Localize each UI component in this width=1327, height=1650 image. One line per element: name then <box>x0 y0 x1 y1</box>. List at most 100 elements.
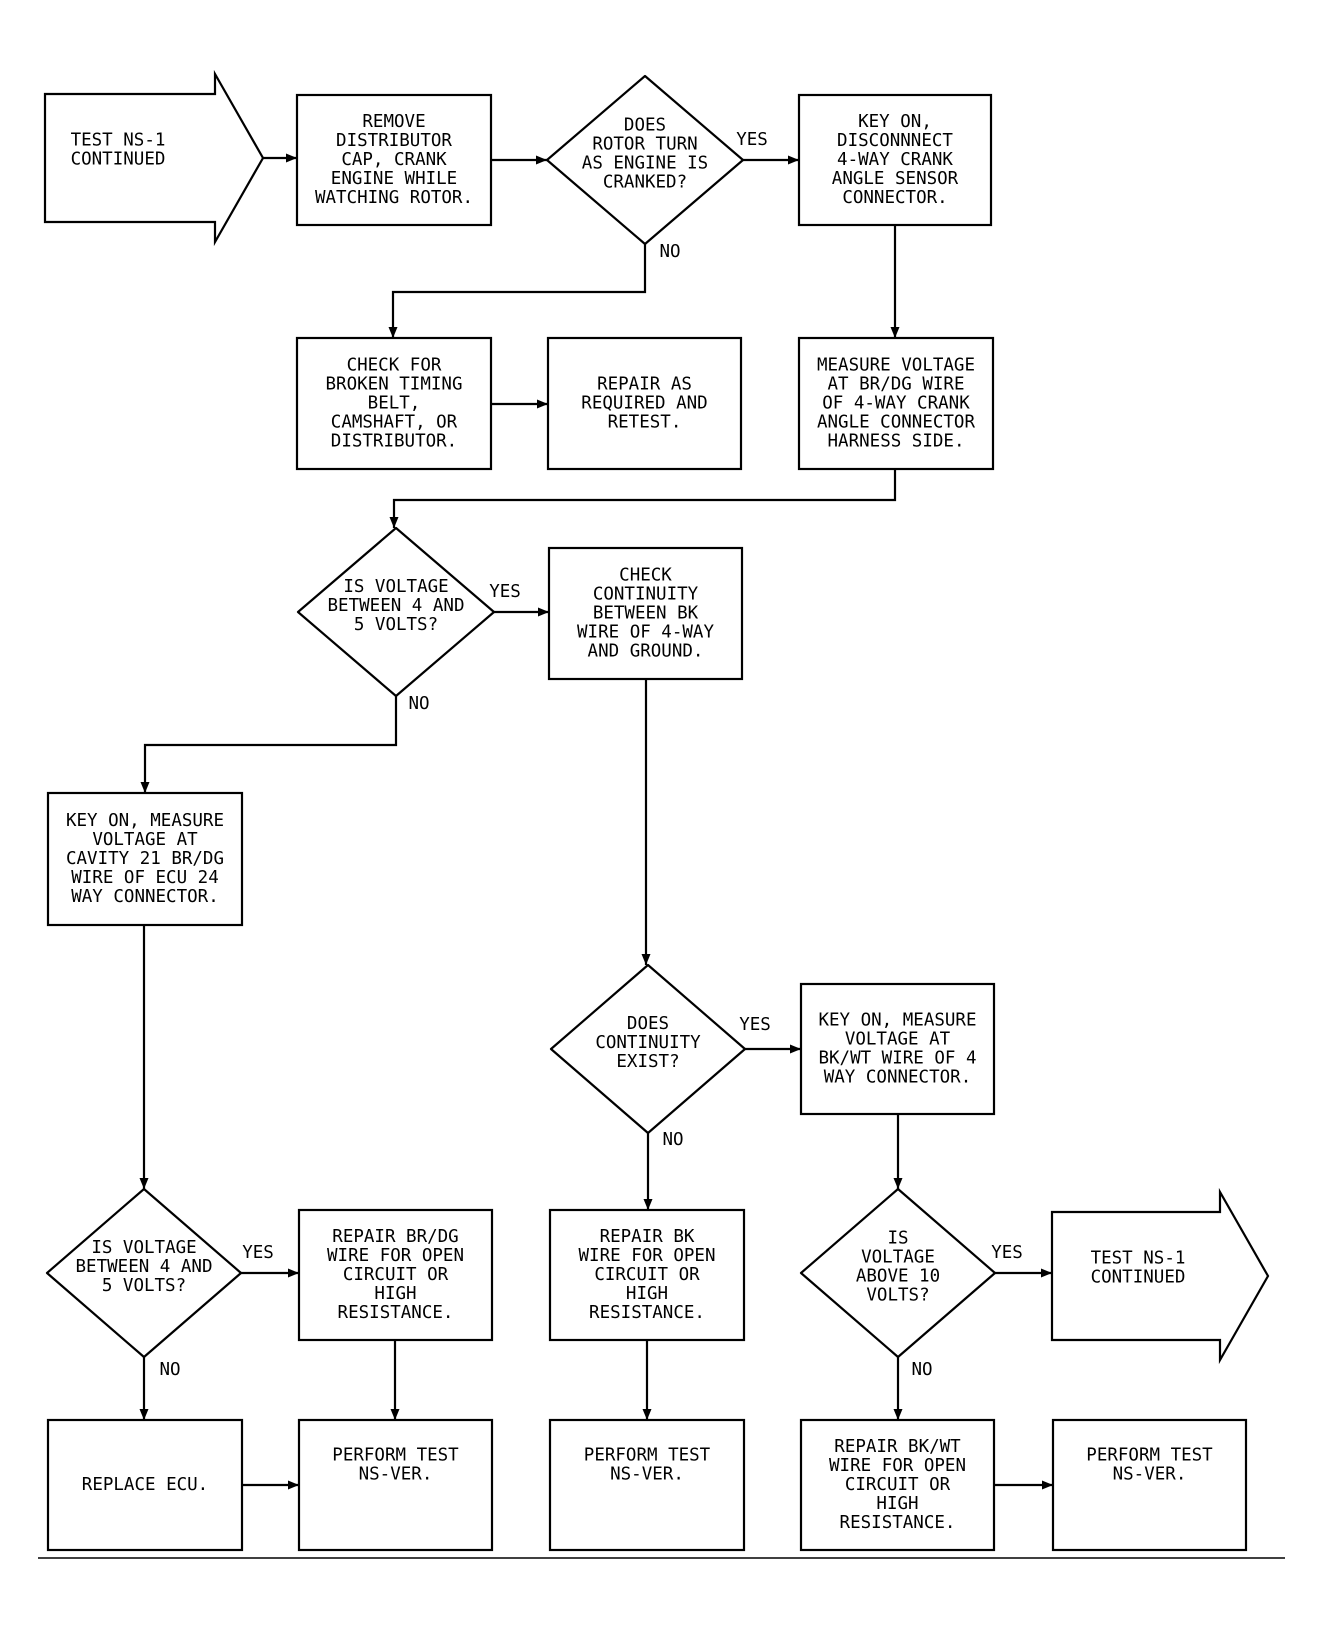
conn-continuity-to-exist <box>641 679 651 965</box>
conn-volt-a-yes <box>494 607 549 617</box>
node-text-line: BETWEEN BK <box>593 604 699 624</box>
node-text-line: CHECK FOR <box>347 356 442 376</box>
node-text-line: CONTINUED <box>1091 1268 1186 1288</box>
node-text-line: OF 4-WAY CRANK <box>822 394 970 414</box>
process-box <box>297 1418 494 1552</box>
node-text-line: AS ENGINE IS <box>582 154 708 174</box>
conn-rotor-yes <box>743 155 799 165</box>
node-text-line: BETWEEN 4 AND <box>76 1257 213 1277</box>
conn-volt10-yes <box>995 1268 1052 1278</box>
node-text-line: CONTINUED <box>71 150 166 170</box>
arrowhead <box>286 153 297 163</box>
node-text-line: DOES <box>624 116 666 136</box>
node-text-line: ANGLE SENSOR <box>832 169 959 189</box>
node-text-line: BELT, <box>368 394 421 414</box>
node-text-line: HIGH <box>626 1284 668 1304</box>
node-text-line: WIRE OF 4-WAY <box>577 623 714 643</box>
label-volt-b-yes: YES <box>242 1243 274 1263</box>
arrowhead <box>139 1178 149 1189</box>
arrowhead <box>643 1199 653 1210</box>
decision-diamond <box>549 963 747 1135</box>
node-text-line: TEST NS-1 <box>1091 1249 1186 1269</box>
node-text-line: IS VOLTAGE <box>91 1238 196 1258</box>
arrowhead <box>288 1268 299 1278</box>
decision-diamond <box>545 74 745 246</box>
process-box <box>799 982 996 1116</box>
arrowhead <box>1041 1268 1052 1278</box>
node-text-line: DISTRIBUTOR. <box>331 432 457 452</box>
node-text-line: CHECK <box>619 566 672 586</box>
arrowhead <box>890 327 900 338</box>
block-arrow-shape <box>43 69 265 247</box>
node-text-line: REPAIR AS <box>597 375 692 395</box>
node-text-line: CONTINUITY <box>595 1033 701 1053</box>
arrowhead <box>140 782 150 793</box>
node-text-line: NS-VER. <box>1113 1465 1187 1485</box>
conn-bkwt-to-perform <box>994 1480 1053 1490</box>
label-volt-a-yes: YES <box>489 582 521 602</box>
node-text-line: REQUIRED AND <box>581 394 707 414</box>
process-box <box>548 1208 746 1342</box>
node-text-line: ABOVE 10 <box>856 1267 940 1287</box>
process-box <box>46 1418 244 1552</box>
label-volt10-yes: YES <box>991 1243 1023 1263</box>
process-box <box>799 1418 996 1552</box>
node-text-line: HIGH <box>876 1494 918 1514</box>
arrowhead <box>893 1178 903 1189</box>
conn-measure-to-volt-a <box>389 469 897 528</box>
arrowhead <box>642 1409 652 1420</box>
decision-diamond <box>296 526 496 698</box>
node-text-line: EXIST? <box>616 1052 679 1072</box>
arrowhead <box>139 1409 149 1420</box>
node-text-line: VOLTAGE AT <box>92 830 198 850</box>
node-text-line: CIRCUIT OR <box>845 1475 951 1495</box>
conn-ecu-to-perform <box>242 1480 299 1490</box>
node-text-line: CIRCUIT OR <box>343 1265 449 1285</box>
node-text-line: WIRE FOR OPEN <box>829 1456 966 1476</box>
node-text-line: IS <box>887 1229 908 1249</box>
arrowhead <box>641 954 651 965</box>
process-box <box>797 336 995 471</box>
conn-bkwt-to-volt10 <box>893 1114 903 1189</box>
node-text-line: REPAIR BR/DG <box>332 1227 458 1247</box>
node-text-line: REPAIR BK <box>600 1227 695 1247</box>
decision-diamond <box>799 1187 997 1359</box>
node-text-line: ROTOR TURN <box>592 135 697 155</box>
node-text-line: NS-VER. <box>610 1465 684 1485</box>
decision-diamond <box>45 1187 243 1359</box>
node-text-line: PERFORM TEST <box>1086 1446 1213 1466</box>
node-text-line: 5 VOLTS? <box>354 615 438 635</box>
process-box <box>548 1418 746 1552</box>
node-text-line: AND GROUND. <box>588 642 704 662</box>
arrowhead <box>538 607 549 617</box>
node-text-line: KEY ON, <box>858 112 932 132</box>
node-text-line: KEY ON, MEASURE <box>66 811 224 831</box>
conn-cavity21-to-volt-b <box>139 925 149 1189</box>
node-text-line: WAY CONNECTOR. <box>71 887 219 907</box>
arrowhead <box>893 1409 903 1420</box>
node-text-line: AT BR/DG WIRE <box>828 375 965 395</box>
node-text-line: DOES <box>627 1014 669 1034</box>
node-text-line: WATCHING ROTOR. <box>315 188 473 208</box>
label-rotor-yes: YES <box>736 130 768 150</box>
block-arrow-shape <box>1050 1187 1270 1365</box>
node-text-line: DISTRIBUTOR <box>336 131 452 151</box>
process-box <box>46 791 244 927</box>
node-text-line: HIGH <box>374 1284 416 1304</box>
label-rotor-no: NO <box>659 242 680 262</box>
node-text-line: CONNECTOR. <box>842 188 947 208</box>
arrowhead <box>288 1480 299 1490</box>
